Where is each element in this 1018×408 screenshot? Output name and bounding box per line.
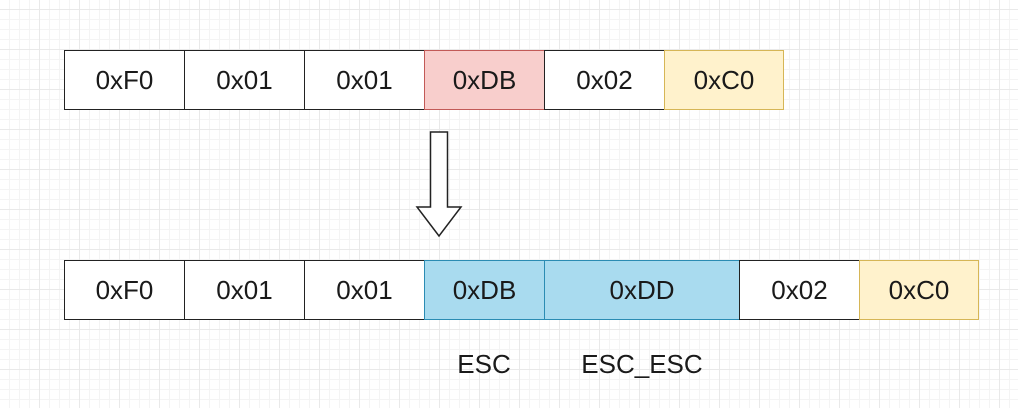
escaped-byte-cell: 0x01 — [184, 260, 305, 320]
escaped-byte-cell-esc: 0xDB — [424, 260, 545, 320]
original-byte-cell-end-char: 0xC0 — [664, 50, 784, 110]
escaped-byte-cell-esc-esc: 0xDD — [544, 260, 740, 320]
escaped-byte-cell: 0xF0 — [64, 260, 185, 320]
escaped-frame: 0xF0 0x01 0x01 0xDB 0xDD 0x02 0xC0 — [64, 260, 979, 320]
escaped-byte-cell-end-char: 0xC0 — [859, 260, 979, 320]
escaped-byte-cell: 0x01 — [304, 260, 425, 320]
escaped-byte-cell: 0x02 — [739, 260, 860, 320]
down-arrow-icon — [415, 131, 463, 238]
original-byte-cell: 0x02 — [544, 50, 665, 110]
esc-label: ESC — [457, 349, 511, 379]
original-byte-cell: 0x01 — [304, 50, 425, 110]
original-frame: 0xF0 0x01 0x01 0xDB 0x02 0xC0 — [64, 50, 784, 110]
original-byte-cell: 0xF0 — [64, 50, 185, 110]
esc-esc-label: ESC_ESC — [581, 349, 703, 379]
original-byte-cell-escape-char: 0xDB — [424, 50, 545, 110]
original-byte-cell: 0x01 — [184, 50, 305, 110]
